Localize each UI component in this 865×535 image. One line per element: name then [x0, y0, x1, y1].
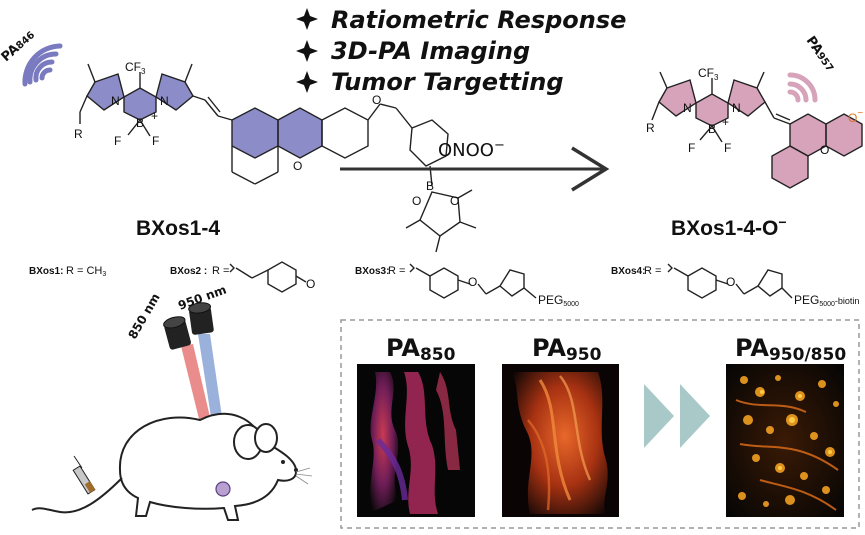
arrow-reagent-label: ONOO−	[438, 138, 505, 161]
mouse-ear	[254, 423, 278, 453]
oxygen-label: O	[726, 275, 735, 289]
n-atom-label: N	[732, 101, 741, 115]
tumor-site	[215, 481, 231, 497]
boron-label: B	[136, 116, 144, 130]
oxygen-label: O	[372, 93, 381, 107]
boron-label: B	[426, 179, 434, 193]
feature-text: 3D-PA Imaging	[331, 37, 530, 65]
fluorine-label: F	[688, 141, 695, 155]
laser-950-head	[188, 302, 214, 335]
sparkle-icon	[296, 40, 318, 62]
phenolate-oxygen: O−	[848, 108, 863, 125]
wavelength-label-850: 850 nm	[125, 291, 162, 342]
pa950-title: PA950	[532, 334, 602, 365]
bodipy-core-left	[87, 74, 193, 120]
wifi-signal-icon	[787, 72, 818, 103]
sparkle-icon	[296, 8, 318, 30]
r-group-label: R	[74, 127, 83, 141]
chevron-arrow-icon	[644, 384, 674, 448]
variant-bxos4: BXos4: R = O PEG5000-biotin	[611, 263, 859, 308]
mouse-nose	[294, 468, 298, 472]
pa-imaging-panel: PA850 PA950 PA950/850	[340, 319, 860, 529]
fluorine-label: F	[152, 134, 159, 148]
r-group-label: R	[646, 121, 655, 135]
peg-label: PEG5000	[538, 293, 579, 308]
pa-ratio-title: PA950/850	[735, 334, 846, 365]
variant-r-group: R =	[212, 265, 229, 277]
cf3-label: CF3	[698, 66, 719, 82]
pa957-signal: PA957	[787, 34, 838, 103]
variant-bxos3: BXos3: R = O PEG5000	[355, 263, 579, 308]
left-molecule: CF3 N N B + F F R O O B O O	[74, 60, 477, 253]
pa-ratio-image	[726, 364, 844, 517]
n-atom-label: N	[683, 101, 692, 115]
variant-label: BXos2 :	[170, 266, 207, 277]
feature-text: Ratiometric Response	[331, 6, 626, 34]
feature-text: Tumor Targetting	[331, 68, 564, 96]
oxygen-label: O	[306, 277, 315, 291]
cf3-label: CF3	[125, 60, 146, 76]
pa850-title: PA850	[386, 334, 456, 365]
mouse-illustration: 850 nm 950 nm	[31, 282, 313, 521]
sparkle-icon	[296, 71, 318, 93]
bodipy-core-right	[659, 80, 765, 126]
plus-charge: +	[722, 115, 729, 129]
variant-r-group: R = CH3	[66, 265, 106, 278]
pa950-image	[502, 364, 619, 517]
mouse-whiskers	[295, 467, 313, 485]
xanthene-right	[772, 114, 862, 188]
variant-bxos1: BXos1: R = CH3	[29, 265, 106, 278]
dashed-frame	[340, 319, 860, 529]
feature-item: Tumor Targetting	[296, 68, 564, 96]
wifi-signal-icon	[22, 43, 63, 87]
variant-label: BXos4:	[611, 266, 645, 277]
reaction-arrow: ONOO−	[340, 138, 610, 192]
fluorine-label: F	[114, 134, 121, 148]
left-compound-label: BXos1-4	[136, 217, 220, 240]
peg-biotin-label: PEG5000-biotin	[794, 293, 859, 308]
syringe-icon	[72, 455, 96, 495]
fluorine-label: F	[724, 141, 731, 155]
variant-r-group: R =	[388, 265, 405, 277]
feature-item: Ratiometric Response	[296, 6, 626, 34]
oxygen-label: O	[412, 194, 421, 208]
pa850-image	[357, 364, 475, 517]
variant-label: BXos1:	[29, 266, 63, 277]
variant-label: BXos3:	[355, 266, 389, 277]
mouse-eye	[281, 460, 285, 464]
variant-bxos2: BXos2 : R = O	[170, 261, 315, 293]
mouse-tail	[31, 477, 123, 514]
xanthene-left	[232, 108, 322, 158]
pa846-signal: PA846	[0, 30, 63, 87]
boron-label: B	[708, 122, 716, 136]
oxygen-label: O	[293, 159, 302, 173]
n-atom-label: N	[111, 94, 120, 108]
oxygen-label: O	[820, 143, 829, 157]
oxygen-label: O	[450, 194, 459, 208]
chevron-arrow-icon	[680, 384, 710, 448]
feature-item: 3D-PA Imaging	[296, 37, 530, 65]
variant-r-group: R =	[644, 265, 661, 277]
feature-list: Ratiometric Response 3D-PA Imaging Tumor…	[296, 6, 626, 96]
pa957-label: PA957	[803, 34, 838, 75]
plus-charge: +	[151, 109, 158, 123]
n-atom-label: N	[160, 94, 169, 108]
oxygen-label: O	[468, 275, 477, 289]
right-molecule: CF3 N N B + F F R O O−	[646, 66, 863, 189]
right-compound-label: BXos1-4-O−	[671, 214, 787, 240]
laser-850-head	[163, 316, 191, 350]
